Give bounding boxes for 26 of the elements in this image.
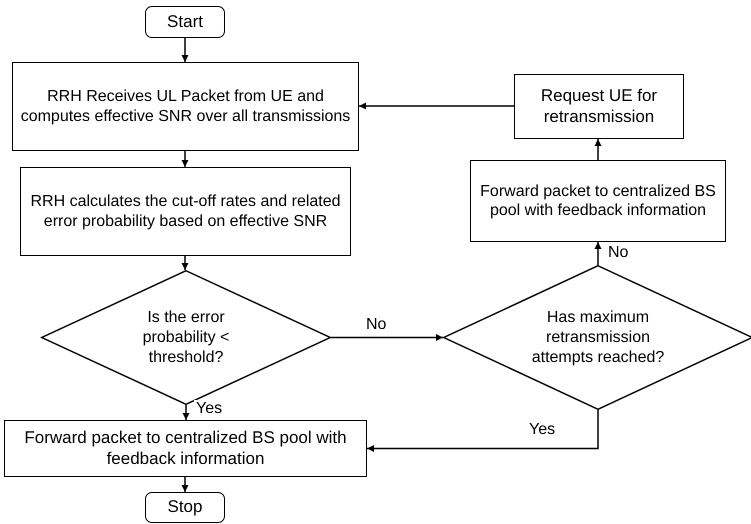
step-text: Start <box>167 12 203 32</box>
step-text: RRH calculates the cut-off rates and related error probability based on effective SNR <box>29 192 342 231</box>
step-text: RRH Receives UL Packet from UE and computes effective SNR over all transmissions <box>20 87 352 126</box>
arrow <box>359 102 514 110</box>
process-box <box>20 167 351 256</box>
terminal-box <box>145 492 225 523</box>
step-text: Request UE for retransmission <box>540 86 658 127</box>
decision-text: Has maximum retransmission attempts reached? <box>532 308 664 366</box>
arrow <box>331 334 443 341</box>
arrow <box>182 477 188 492</box>
step-text: Forward packet to centralized BS pool with feedback information <box>23 428 348 469</box>
arrow <box>182 405 190 420</box>
arrow <box>594 242 602 265</box>
step-text: Forward packet to centralized BS pool with feedback information <box>479 182 717 220</box>
arrow <box>367 410 599 452</box>
arrow <box>182 151 188 167</box>
arrow <box>594 139 602 160</box>
step-text: Stop <box>168 497 202 518</box>
arrow <box>182 256 188 270</box>
decision-text: Is the error probability < threshold? <box>142 308 230 366</box>
process-box <box>12 62 359 151</box>
terminal-box <box>145 6 225 38</box>
process-box <box>514 74 684 139</box>
process-box <box>470 160 726 242</box>
arrow <box>182 38 188 62</box>
process-box <box>4 420 367 477</box>
